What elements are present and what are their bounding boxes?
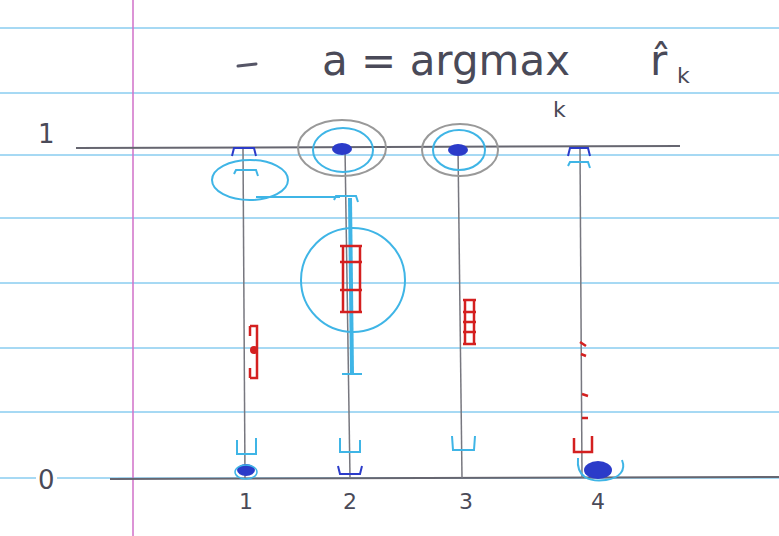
- arm-line: [458, 148, 462, 478]
- highlight-circle: [298, 120, 386, 176]
- arm-line: [580, 148, 582, 478]
- confidence-interval: [574, 436, 592, 452]
- reward-dot: [332, 143, 352, 155]
- axis-zero: [110, 477, 779, 479]
- highlight-circle: [212, 160, 288, 200]
- ruled-lines: [0, 28, 779, 478]
- highlight-circle: [235, 465, 257, 479]
- formula-subscript: k: [677, 64, 690, 88]
- axis-one: [76, 146, 680, 148]
- formula-subscript: k: [553, 98, 566, 122]
- confidence-interval: [463, 300, 476, 344]
- confidence-interval: [580, 342, 588, 418]
- arm-lines: [243, 148, 582, 478]
- ruled-line: [0, 348, 779, 349]
- ucb-cap: [232, 148, 256, 156]
- highlight-circle: [578, 458, 623, 480]
- formula-symbol: r̂: [650, 38, 667, 84]
- highlight-circle: [301, 228, 405, 332]
- comparison-line: [256, 196, 340, 198]
- lcb-cap: [340, 438, 360, 452]
- ucb-cap: [334, 196, 358, 202]
- highlight-circle: [313, 128, 373, 172]
- ucb-cap: [568, 148, 590, 156]
- lcb-cap: [237, 438, 256, 454]
- reward-mark: [338, 466, 362, 474]
- confidence-interval: [250, 326, 257, 378]
- lcb-cap: [452, 436, 475, 450]
- ruled-line: [0, 283, 779, 284]
- bullet-dash: [238, 64, 256, 66]
- arm-line: [243, 148, 245, 478]
- highlight-circle: [433, 130, 485, 170]
- ruled-line: [0, 155, 779, 156]
- highlight-circle: [422, 124, 498, 176]
- formula-text: a = argmax: [322, 38, 570, 84]
- confidence-bar: [350, 198, 352, 374]
- ruled-line: [0, 28, 779, 29]
- mean-dot: [250, 346, 258, 354]
- arm-number: 1: [239, 490, 253, 514]
- arm-number: 3: [459, 490, 473, 514]
- ucb-cap: [234, 170, 258, 176]
- ruled-line: [0, 218, 779, 219]
- ucb-cap: [568, 162, 590, 168]
- reward-dot: [584, 461, 612, 479]
- reward-dot: [448, 144, 468, 156]
- axis-value: 0: [36, 466, 57, 495]
- arm-number: 4: [591, 490, 605, 514]
- ruled-line: [0, 93, 779, 94]
- ruled-line: [0, 412, 779, 413]
- lcb-cap: [342, 373, 362, 375]
- margin-line: [132, 0, 134, 536]
- confidence-interval: [340, 246, 362, 312]
- ruled-line: [0, 478, 779, 479]
- axis-value: 1: [36, 120, 57, 149]
- arm-number: 2: [343, 490, 357, 514]
